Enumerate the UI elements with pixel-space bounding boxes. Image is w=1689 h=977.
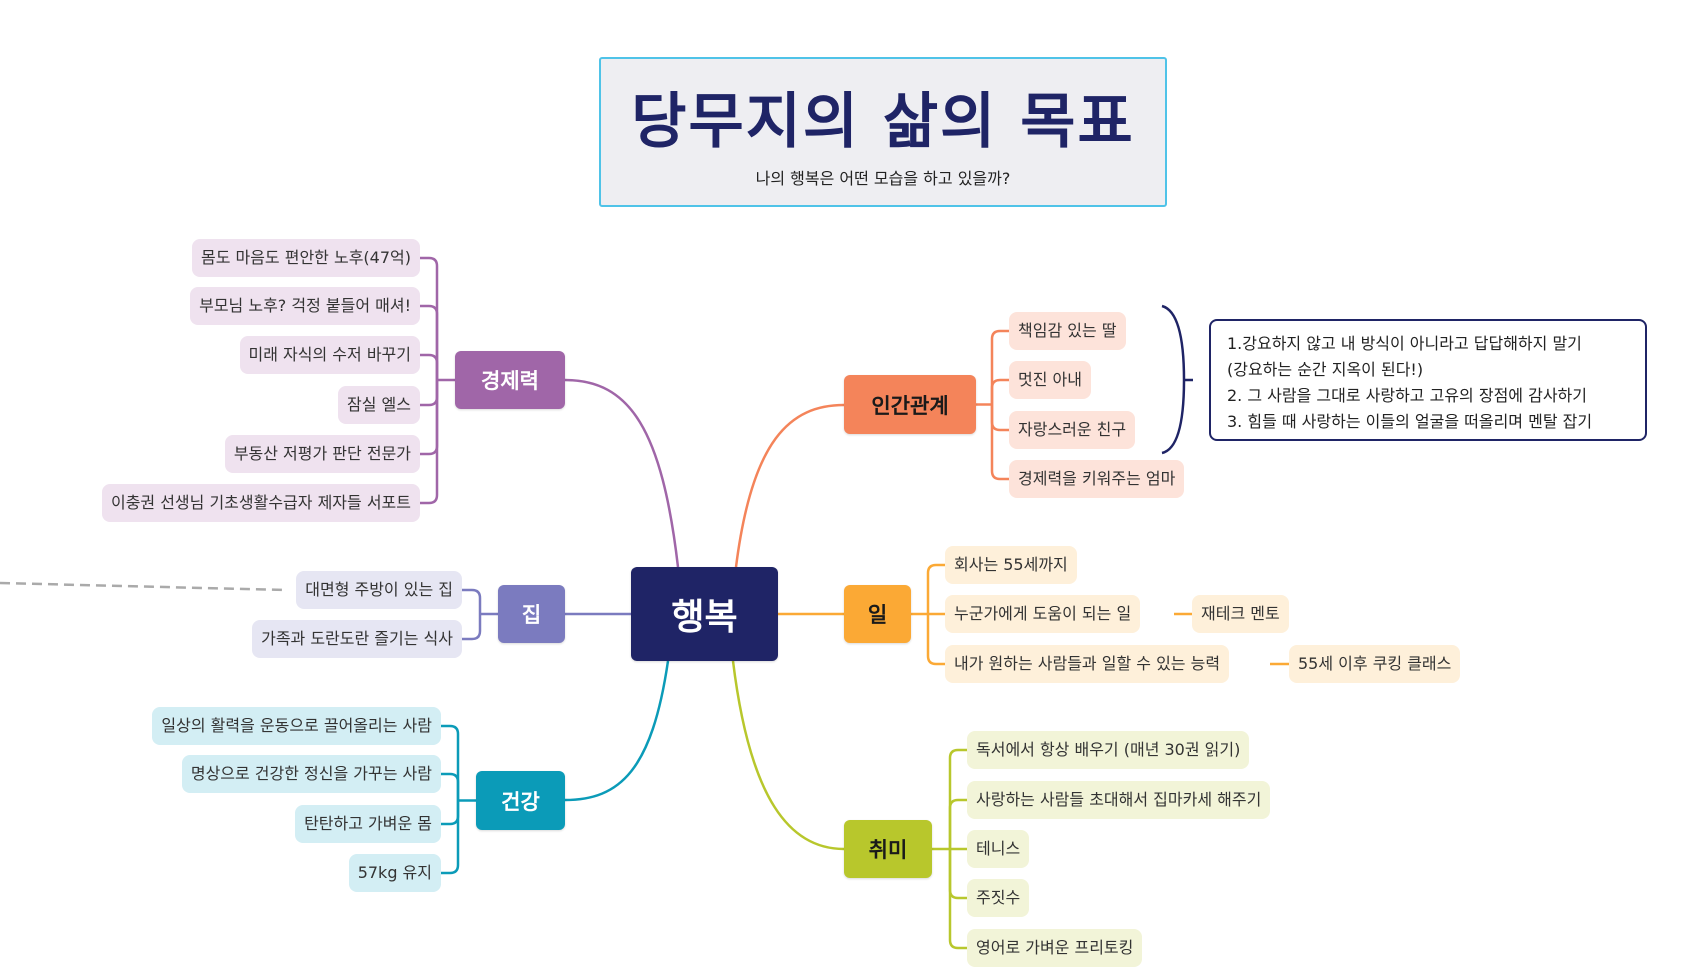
leaf-connector: [948, 849, 967, 900]
leaf-connector: [948, 849, 967, 950]
leaf-connector: [926, 614, 945, 666]
leaf-work-sub[interactable]: 55세 이후 쿠킹 클래스: [1289, 645, 1461, 683]
leaf-connector: [990, 378, 1009, 405]
leaf-health[interactable]: 탄탄하고 가벼운 몸: [295, 805, 441, 843]
page-subtitle: 나의 행복은 어떤 모습을 하고 있을까?: [755, 169, 1011, 188]
branch-economy[interactable]: 경제력: [455, 351, 565, 409]
leaf-connector: [462, 588, 482, 614]
leaf-work-sub[interactable]: 재테크 멘토: [1192, 595, 1289, 633]
leaf-economy[interactable]: 잠실 엘스: [338, 386, 420, 424]
note-line: 2. 그 사람을 그대로 사랑하고 고유의 장점에 감사하기: [1227, 386, 1587, 405]
title-box: 당무지의 삶의 목표 나의 행복은 어떤 모습을 하고 있을까?: [599, 57, 1167, 207]
note-line: (강요하는 순간 지옥이 된다!): [1227, 360, 1424, 379]
main-connector-hobby: [731, 660, 845, 851]
leaf-economy[interactable]: 부동산 저평가 판단 전문가: [224, 435, 420, 473]
leaf-health[interactable]: 57kg 유지: [348, 854, 441, 892]
leaf-connector: [420, 380, 439, 456]
leaf-connector: [420, 256, 439, 380]
leaf-connector: [990, 404, 1009, 481]
leaf-work[interactable]: 누군가에게 도움이 되는 일: [945, 595, 1141, 633]
relations-note: 1.강요하지 않고 내 방식이 아니라고 답답해하지 말기 (강요하는 순간 지…: [1209, 319, 1647, 441]
branch-home[interactable]: 집: [498, 585, 565, 643]
note-line: 3. 힘들 때 사랑하는 이들의 얼굴을 떠올리며 멘탈 잡기: [1227, 412, 1593, 431]
leaf-connector: [990, 404, 1009, 432]
leaf-relations[interactable]: 자랑스러운 친구: [1009, 411, 1136, 449]
central-topic[interactable]: 행복: [631, 567, 778, 661]
leaf-connector: [420, 304, 439, 380]
leaf-economy[interactable]: 이충권 선생님 기초생활수급자 제자들 서포트: [101, 484, 420, 522]
leaf-work[interactable]: 내가 원하는 사람들과 일할 수 있는 능력: [945, 645, 1230, 683]
leaf-connector: [441, 724, 460, 801]
leaf-hobby[interactable]: 사랑하는 사람들 초대해서 집마카세 해주기: [967, 781, 1271, 819]
leaf-hobby[interactable]: 영어로 가벼운 프리토킹: [967, 929, 1143, 967]
leaf-connector: [926, 563, 945, 614]
leaf-home[interactable]: 가족과 도란도란 즐기는 식사: [252, 620, 462, 658]
leaf-connector: [441, 800, 460, 826]
leaf-connector: [420, 380, 439, 407]
leaf-economy[interactable]: 몸도 마음도 편안한 노후(47억): [191, 239, 420, 277]
leaf-connector: [441, 772, 460, 801]
branch-health[interactable]: 건강: [476, 771, 565, 830]
note-line: 1.강요하지 않고 내 방식이 아니라고 답답해하지 말기: [1227, 334, 1582, 353]
leaf-connector: [948, 748, 967, 849]
leaf-economy[interactable]: 미래 자식의 수저 바꾸기: [239, 336, 420, 374]
leaf-health[interactable]: 일상의 활력을 운동으로 끌어올리는 사람: [152, 707, 441, 745]
leaf-connector: [990, 329, 1009, 405]
branch-work[interactable]: 일: [844, 585, 911, 643]
leaf-connector: [441, 800, 460, 875]
leaf-connector: [420, 353, 439, 380]
branch-hobby[interactable]: 취미: [844, 820, 932, 878]
note-brace: [1161, 304, 1193, 455]
leaf-economy[interactable]: 부모님 노후? 걱정 붙들어 매셔!: [190, 287, 420, 325]
leaf-hobby[interactable]: 테니스: [967, 830, 1030, 868]
leaf-home[interactable]: 대면형 주방이 있는 집: [296, 571, 462, 609]
leaf-relations[interactable]: 경제력을 키워주는 엄마: [1009, 460, 1185, 498]
main-connector-relations: [734, 403, 845, 568]
leaf-connector: [462, 614, 482, 641]
leaf-hobby[interactable]: 주짓수: [967, 879, 1030, 917]
main-connector-economy: [564, 378, 680, 568]
dashed-relation-line: [0, 581, 286, 592]
leaf-health[interactable]: 명상으로 건강한 정신을 가꾸는 사람: [181, 755, 441, 793]
main-connector-health: [564, 660, 670, 802]
leaf-relations[interactable]: 멋진 아내: [1009, 361, 1091, 399]
page-title: 당무지의 삶의 목표: [631, 87, 1135, 157]
branch-relations[interactable]: 인간관계: [844, 375, 976, 434]
leaf-work[interactable]: 회사는 55세까지: [945, 546, 1077, 584]
leaf-connector: [948, 798, 967, 849]
leaf-hobby[interactable]: 독서에서 항상 배우기 (매년 30권 읽기): [967, 731, 1250, 769]
leaf-connector: [420, 380, 439, 505]
leaf-relations[interactable]: 책임감 있는 딸: [1009, 312, 1126, 350]
